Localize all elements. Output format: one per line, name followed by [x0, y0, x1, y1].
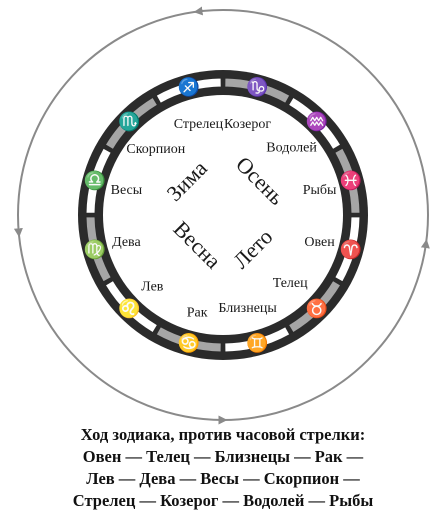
- sign-label-leo: Лев: [141, 280, 164, 295]
- ring-cell-aquarius: [287, 96, 342, 151]
- ring-cell-libra: [85, 147, 112, 214]
- ring-inner-disc: [103, 95, 343, 335]
- pisces-glyph-icon: ♓: [340, 170, 362, 191]
- sign-label-cancer: Рак: [187, 306, 208, 321]
- ring-cell-virgo: [85, 216, 112, 283]
- capricorn-glyph-icon: ♑: [246, 76, 268, 97]
- caption: Ход зодиака, против часовой стрелки: Ове…: [0, 424, 446, 512]
- aquarius-glyph-icon: ♒: [305, 110, 327, 131]
- ring-cell-sagittarius: [155, 77, 222, 104]
- caption-line-4: Стрелец — Козерог — Водолей — Рыбы: [72, 491, 374, 510]
- sign-label-capricorn: Козерог: [224, 117, 271, 132]
- sign-label-aries: Овен: [304, 235, 335, 250]
- caption-line-3: Лев — Дева — Весы — Скорпион —: [86, 469, 360, 488]
- sign-label-aquarius: Водолей: [266, 140, 317, 155]
- sign-label-pisces: Рыбы: [303, 183, 337, 198]
- caption-line-2: Овен — Телец — Близнецы — Рак —: [82, 447, 364, 466]
- zodiac-ring: [78, 70, 368, 360]
- sign-label-taurus: Телец: [273, 276, 308, 291]
- ring-cell-aries: [334, 216, 361, 283]
- gemini-glyph-icon: ♊: [246, 332, 268, 353]
- ring-cell-capricorn: [224, 77, 291, 104]
- sign-label-sagittarius: Стрелец: [174, 117, 224, 132]
- sign-label-virgo: Дева: [112, 235, 141, 250]
- caption-line-1: Ход зодиака, против часовой стрелки:: [80, 425, 366, 444]
- ring-cell-scorpio: [104, 96, 159, 151]
- sign-label-gemini: Близнецы: [218, 301, 277, 316]
- ring-cell-gemini: [224, 326, 291, 353]
- sign-label-libra: Весы: [111, 183, 143, 198]
- cancer-glyph-icon: ♋: [177, 332, 199, 353]
- scorpio-glyph-icon: ♏: [118, 110, 140, 131]
- ring-cell-taurus: [287, 279, 342, 334]
- direction-arrows: [13, 6, 430, 425]
- ring-cell-leo: [104, 279, 159, 334]
- ring-cell-cancer: [155, 326, 222, 353]
- sagittarius-glyph-icon: ♐: [177, 76, 199, 97]
- virgo-glyph-icon: ♍: [84, 238, 106, 259]
- ring-cell-pisces: [334, 147, 361, 214]
- zodiac-wheel: ♑ ♐ ♏ ♎ ♍ ♌ ♋ ♊ ♉ ♈ ♓ ♒ КозерогСтрелецСкорпионВесыД…: [13, 6, 430, 425]
- aries-glyph-icon: ♈: [340, 238, 362, 259]
- leo-glyph-icon: ♌: [118, 298, 140, 319]
- sign-glyphs: ♑ ♐ ♏ ♎ ♍ ♌ ♋ ♊ ♉ ♈ ♓ ♒: [84, 76, 362, 353]
- taurus-glyph-icon: ♉: [305, 298, 327, 319]
- libra-glyph-icon: ♎: [84, 170, 106, 191]
- sign-label-scorpio: Скорпион: [126, 142, 185, 157]
